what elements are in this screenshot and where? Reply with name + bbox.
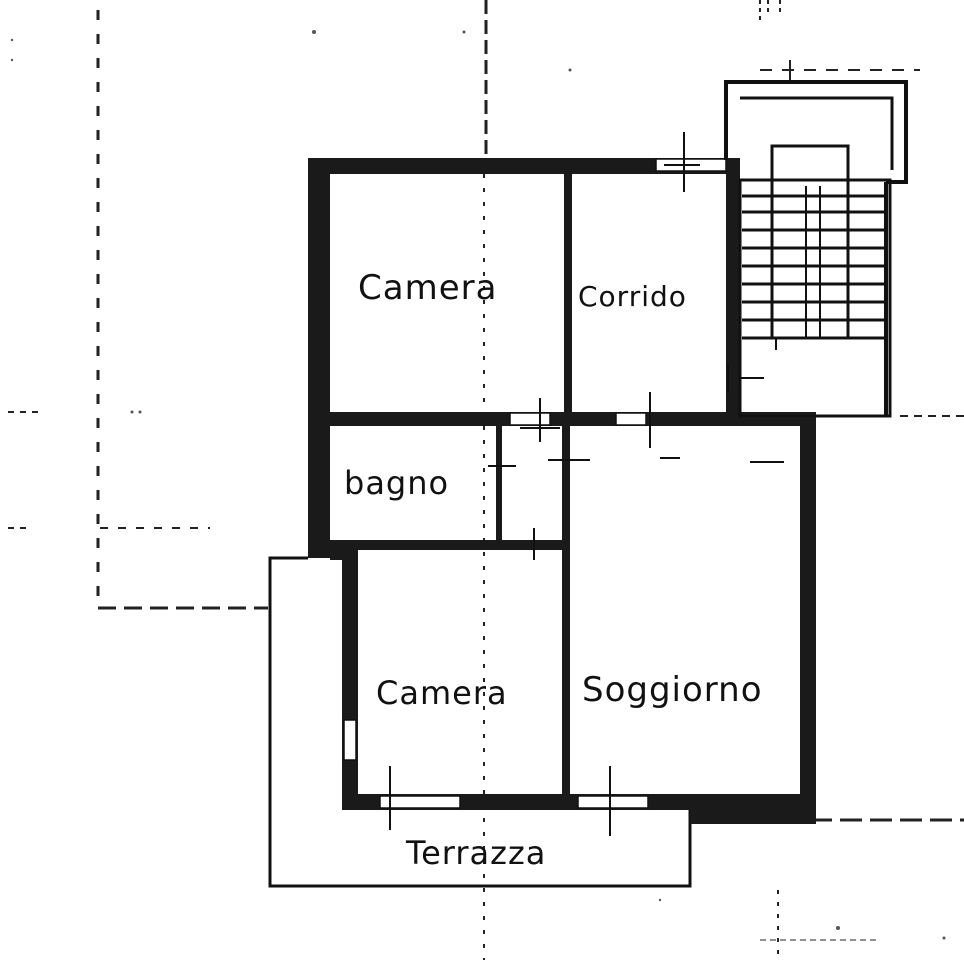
exterior-walls	[308, 158, 816, 824]
room-label-soggiorno: Soggiorno	[582, 670, 763, 710]
room-label-camera-1: Camera	[358, 268, 498, 308]
room-label-camera-2: Camera	[376, 674, 508, 712]
staircase	[724, 80, 908, 418]
terrazza-outline	[268, 556, 692, 888]
room-label-bagno: bagno	[344, 464, 450, 502]
boundary-lines	[8, 0, 964, 960]
door-marks	[389, 132, 784, 836]
room-label-terrazza: Terrazza	[406, 834, 547, 872]
interior-walls	[316, 170, 816, 800]
room-label-corridoio: Corrido	[578, 280, 687, 313]
openings	[343, 158, 727, 809]
scan-specks	[10, 30, 946, 940]
